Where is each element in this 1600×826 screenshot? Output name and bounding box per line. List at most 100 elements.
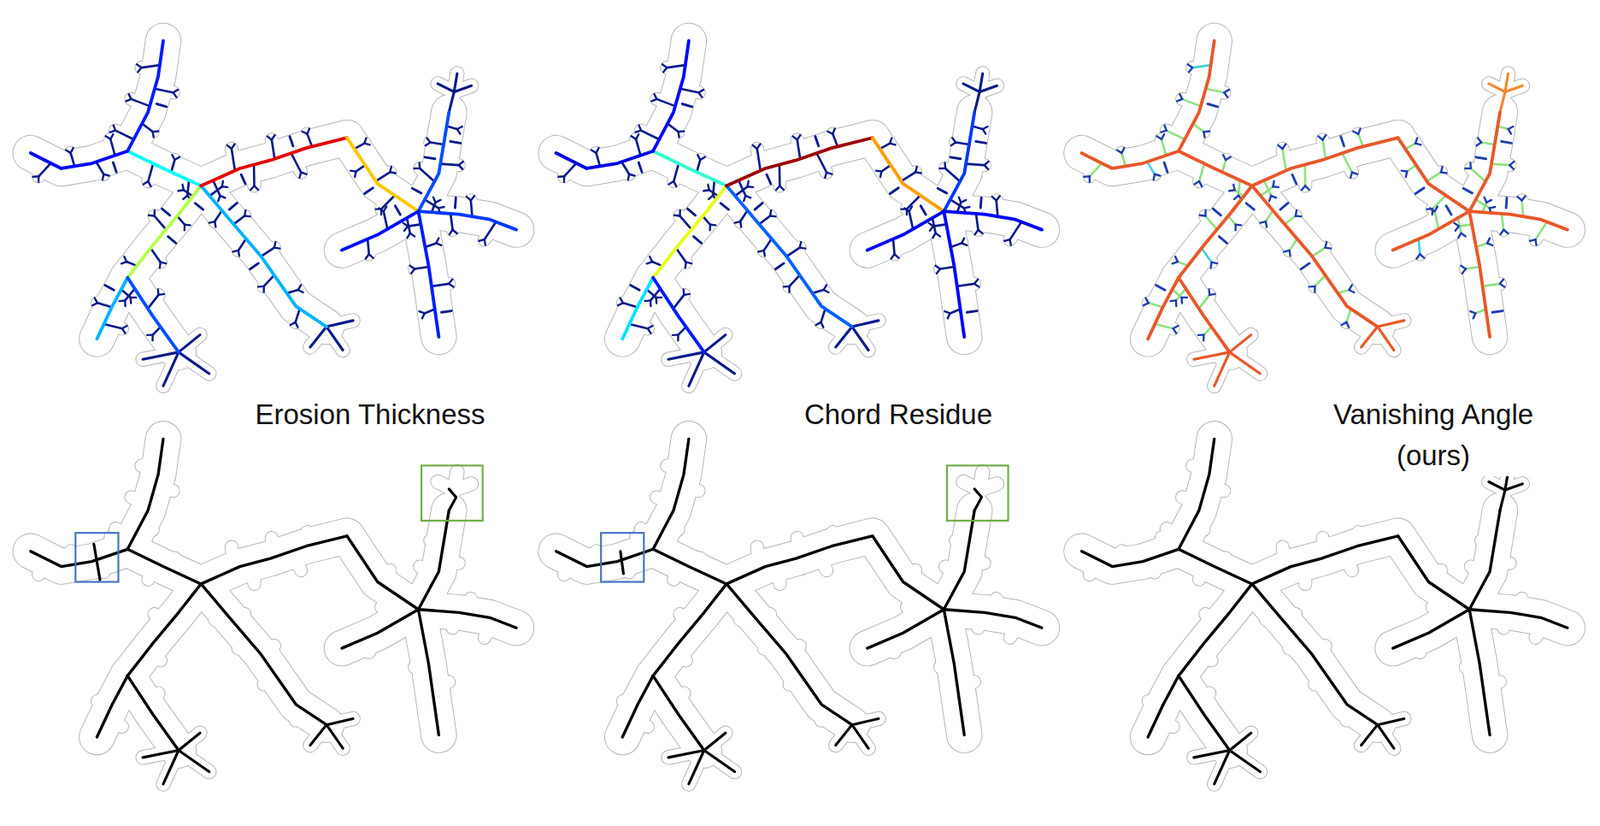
skeleton-twig-tip	[1223, 92, 1228, 97]
skeleton-twig-tip	[274, 247, 280, 249]
skeleton-twig-tip	[1161, 134, 1165, 140]
pruned-branch	[30, 548, 128, 566]
outline-part	[832, 134, 838, 148]
pruned-branch	[1178, 675, 1230, 750]
pruned-branch	[127, 548, 201, 584]
skeleton-twig-tip	[1529, 239, 1536, 242]
outline-part	[1199, 294, 1210, 309]
outline-part	[1205, 486, 1225, 491]
skeleton-twig	[424, 242, 436, 248]
outline-part	[127, 151, 201, 187]
outline-part	[1252, 583, 1378, 725]
outline-part	[635, 536, 641, 553]
outline-part	[1089, 163, 1102, 177]
skeleton-star	[448, 91, 454, 112]
outline-part	[1214, 750, 1230, 784]
skeleton-twig-tip	[152, 131, 154, 137]
skeleton-twig-tip	[672, 333, 679, 336]
skeleton-twig-tip	[943, 162, 947, 169]
outline-part	[126, 659, 137, 665]
skeleton-twig	[212, 180, 220, 196]
skeleton-star	[979, 73, 983, 92]
skeleton-twig-tip	[800, 247, 806, 249]
skeleton-star	[1505, 85, 1523, 92]
skeleton-twig-tip	[365, 253, 370, 259]
skeleton-twig-tip	[383, 206, 387, 212]
outline-part	[1252, 535, 1399, 584]
skeleton-twig	[295, 308, 300, 323]
outline-part	[1203, 326, 1212, 335]
outline-part	[673, 561, 679, 580]
outline-part	[147, 693, 159, 707]
outline-part	[264, 672, 275, 684]
outline-part	[1522, 598, 1524, 615]
outline-part	[115, 130, 134, 140]
skeleton-twig-tip	[996, 195, 1000, 200]
outline-part	[1147, 675, 1179, 737]
skeleton-twig	[252, 164, 256, 187]
outline-part	[650, 686, 661, 699]
outline-part	[154, 88, 174, 94]
skeleton-twig	[152, 326, 161, 335]
skeleton-twig	[429, 141, 444, 144]
skeleton-twig	[1303, 164, 1306, 187]
outline-part	[1199, 561, 1205, 580]
outline-part	[1265, 608, 1273, 620]
outline-part	[231, 148, 236, 171]
outline-part	[295, 308, 300, 323]
outline-part	[881, 563, 891, 570]
skeleton-twig	[383, 211, 389, 230]
outline-part	[893, 239, 895, 255]
outline-part	[680, 486, 700, 491]
skeleton-star	[1194, 352, 1230, 359]
outline-part	[1501, 213, 1504, 230]
outline-part	[906, 194, 921, 209]
skeleton-twig-tip	[94, 298, 98, 304]
skeleton-twig	[1323, 139, 1327, 159]
skeleton-twig-tip	[757, 144, 761, 149]
skeleton-star	[1500, 91, 1506, 112]
outline-part	[170, 558, 175, 571]
outline-part	[1482, 681, 1500, 684]
outline-part	[1311, 247, 1325, 257]
skeleton-twig-tip	[298, 289, 304, 293]
pruned-star	[852, 717, 879, 724]
outline-part	[1229, 335, 1252, 353]
outline-part	[141, 64, 160, 68]
outline-part	[1147, 161, 1155, 174]
skeleton-twig	[1201, 247, 1212, 263]
outline-part	[1481, 540, 1495, 542]
skeleton-star	[1361, 326, 1378, 348]
outline-part	[1491, 561, 1510, 563]
outline-part	[1323, 537, 1327, 557]
skeleton-twig-tip	[932, 233, 936, 239]
outline-part	[1222, 558, 1226, 571]
outline-part	[673, 163, 679, 182]
skeleton-branch	[652, 151, 727, 187]
skeleton-twig-tip	[417, 162, 421, 169]
skeleton-branch	[652, 41, 689, 152]
skeleton-twig-tip	[1194, 181, 1200, 184]
outline-part	[1235, 588, 1245, 595]
skeleton-star	[326, 326, 343, 350]
skeleton-bar	[979, 197, 983, 208]
outline-part	[909, 211, 914, 230]
outline-part	[310, 326, 327, 348]
outline-part	[1176, 686, 1187, 699]
outline-part	[95, 161, 104, 174]
outline-part	[1252, 137, 1399, 186]
outline-part	[326, 724, 343, 748]
skeleton-star	[835, 326, 853, 348]
outline-part	[1182, 99, 1201, 106]
pruned-branch	[943, 510, 975, 610]
outline-part	[758, 613, 771, 623]
outline-part	[141, 463, 160, 466]
outline-part	[150, 646, 161, 661]
skeleton-twig-tip	[1269, 195, 1271, 201]
outline-part	[1161, 536, 1166, 553]
outline-part	[453, 471, 458, 490]
outline-part	[238, 636, 247, 649]
outline-part	[1497, 523, 1508, 527]
skeleton-twig	[1205, 88, 1225, 94]
outline-part	[1182, 496, 1201, 504]
